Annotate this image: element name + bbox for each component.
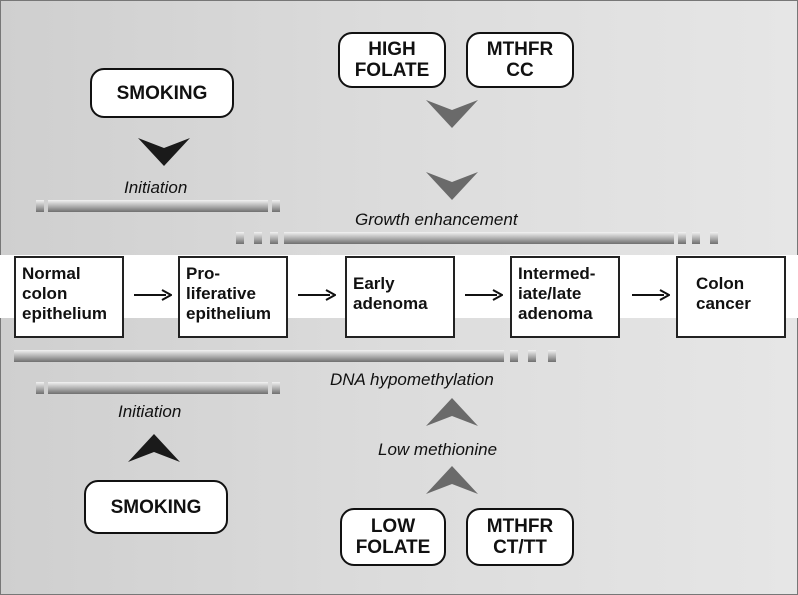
low-methionine-label: Low methionine — [378, 440, 498, 459]
dna-bar-segment — [548, 350, 556, 362]
growth-bar-segment — [236, 232, 244, 244]
right-arrow-icon — [298, 288, 336, 302]
initiation-bar-bottom — [48, 382, 268, 394]
initiation-bar-segment — [36, 382, 44, 394]
initiation-bar-segment — [36, 200, 44, 212]
smoking-box-bottom: SMOKING — [84, 480, 228, 534]
initiation-label-top: Initiation — [124, 178, 188, 197]
stage-early-adenoma: Early adenoma — [345, 256, 455, 338]
right-arrow-icon — [134, 288, 172, 302]
low-folate-box: LOW FOLATE — [340, 508, 446, 566]
initiation-bar-top — [48, 200, 268, 212]
up-arrow-icon — [426, 398, 478, 430]
smoking-box-top: SMOKING — [90, 68, 234, 118]
initiation-bar-segment — [272, 200, 280, 212]
down-arrow-icon — [426, 168, 478, 200]
mthfr-ct-tt-box: MTHFR CT/TT — [466, 508, 574, 566]
down-arrow-icon — [138, 134, 190, 166]
growth-bar-segment — [270, 232, 278, 244]
right-arrow-icon — [465, 288, 503, 302]
stage-colon-cancer: Colon cancer — [676, 256, 786, 338]
stage-intermediate-late-adenoma: Intermed- iate/late adenoma — [510, 256, 620, 338]
stage-normal-epithelium: Normal colon epithelium — [14, 256, 124, 338]
growth-enhancement-label: Growth enhancement — [355, 210, 518, 229]
dna-bar-segment — [528, 350, 536, 362]
growth-bar-segment — [710, 232, 718, 244]
dna-bar-segment — [510, 350, 518, 362]
up-arrow-icon — [128, 434, 180, 466]
growth-enhancement-bar — [284, 232, 674, 244]
growth-bar-segment — [254, 232, 262, 244]
down-arrow-icon — [426, 96, 478, 128]
growth-bar-segment — [692, 232, 700, 244]
up-arrow-icon — [426, 466, 478, 498]
stage-proliferative-epithelium: Pro- liferative epithelium — [178, 256, 288, 338]
dna-hypomethylation-label: DNA hypomethylation — [330, 370, 494, 389]
dna-hypomethylation-bar — [14, 350, 504, 362]
high-folate-box: HIGH FOLATE — [338, 32, 446, 88]
right-arrow-icon — [632, 288, 670, 302]
mthfr-cc-box: MTHFR CC — [466, 32, 574, 88]
initiation-label-bottom: Initiation — [118, 402, 182, 421]
growth-bar-segment — [678, 232, 686, 244]
initiation-bar-segment — [272, 382, 280, 394]
